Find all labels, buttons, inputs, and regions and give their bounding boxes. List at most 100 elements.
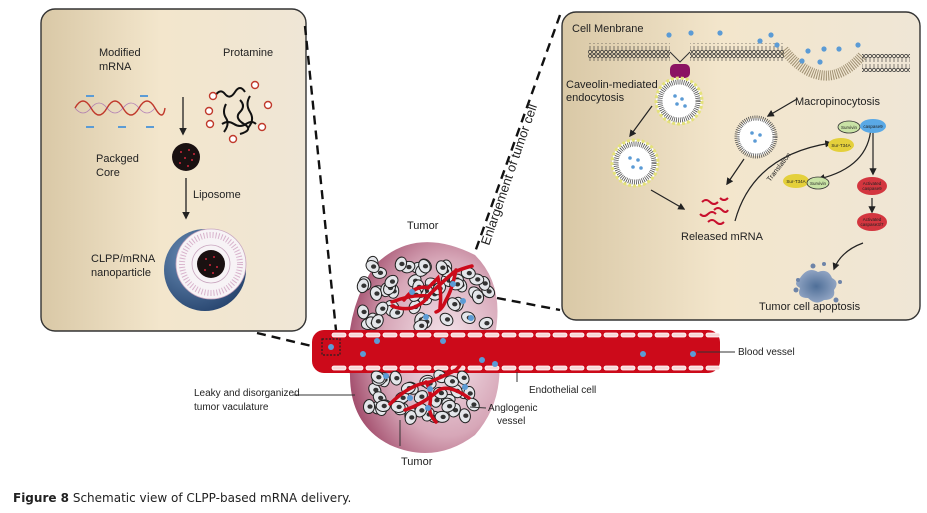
tumor-cell: [356, 278, 370, 294]
endothelial-cells-top: [331, 332, 721, 338]
right-panel: Cell Menbrane Caveolin-mediated endocyto…: [561, 11, 921, 321]
cell-membrane-label: Cell Menbrane: [572, 23, 644, 35]
endothelial-cell: [552, 365, 568, 371]
endothelial-cell: [552, 332, 568, 338]
svg-text:caspase9: caspase9: [863, 124, 883, 129]
endothelial-cell: [518, 332, 534, 338]
endothelial-cell: [654, 365, 670, 371]
leaky-vasculature-label-1: Leaky and disorganized: [194, 388, 300, 399]
svg-text:caspase3/7: caspase3/7: [860, 222, 884, 227]
apoptosis-label: Tumor cell apoptosis: [759, 301, 861, 313]
clpp-nanoparticle-icon: [164, 228, 247, 311]
endothelial-cell: [382, 332, 398, 338]
right-panel-frame: [561, 11, 921, 321]
endothelial-cell: [433, 365, 449, 371]
nanoparticle-label-1: CLPP/mRNA: [91, 253, 156, 265]
tumor-cell: [389, 370, 402, 386]
endothelial-cell: [399, 365, 415, 371]
nanoparticles-in-vessel: [328, 338, 696, 367]
zoom-region-box: [321, 338, 341, 356]
tumor-cell: [375, 399, 391, 412]
endothelial-cell: [416, 365, 432, 371]
tumor-cell: [447, 297, 461, 312]
mrna-particles-outside: [666, 30, 861, 65]
nanoparticle-label-2: nanoparticle: [91, 267, 151, 279]
tumor-cell: [369, 286, 383, 301]
caveolin-label-2: endocytosis: [566, 92, 625, 104]
released-mrna-label: Released mRNA: [681, 231, 764, 243]
angiogenic-vessel-label-2: vessel: [497, 416, 525, 427]
svg-text:Activated: Activated: [863, 181, 882, 186]
tumor-cell: [458, 408, 471, 424]
endothelial-cell-label: Endothelial cell: [529, 385, 596, 396]
endothelial-cell: [501, 365, 517, 371]
blood-vessel-label: Blood vessel: [738, 347, 795, 358]
endothelial-cell: [603, 332, 619, 338]
survivin-protein: Survivin: [837, 120, 861, 134]
tumor-cell: [371, 314, 384, 329]
endothelial-cell: [467, 332, 483, 338]
svg-text:Survivin: Survivin: [841, 125, 858, 130]
svg-text:Activated: Activated: [863, 217, 882, 222]
sur-t34a-bound-protein: Sur-T34A: [783, 174, 809, 188]
tumor-cell: [357, 304, 370, 320]
positive-charge-icons: [204, 80, 273, 144]
endothelial-cell: [535, 365, 551, 371]
tumor-cell: [418, 258, 431, 274]
tumor-cell: [435, 260, 449, 276]
tumor-cell: [404, 410, 417, 425]
packaged-core-label-2: Core: [96, 167, 120, 179]
callout-lines: [293, 351, 735, 446]
endothelial-cell: [331, 332, 347, 338]
angiogenic-vessel-label-1: Anglogenic: [488, 403, 537, 414]
endothelial-cell: [348, 332, 364, 338]
tumor-cell: [413, 319, 429, 333]
tumor-cell: [444, 375, 459, 388]
figure-number: Figure 8: [13, 491, 70, 505]
endothelial-cell: [450, 332, 466, 338]
endothelial-cell: [586, 365, 602, 371]
svg-text:Survivin: Survivin: [810, 181, 827, 186]
endosome-vesicle-icon: [610, 138, 660, 188]
tumor-cell: [434, 410, 450, 423]
caveolin-vesicle-icon: [654, 76, 704, 126]
endothelial-cell: [671, 365, 687, 371]
leaky-vasculature-label-2: tumor vaculature: [194, 402, 269, 413]
protamine-icon: [214, 87, 257, 135]
endothelial-cell: [399, 332, 415, 338]
survivin-bound-protein: Survivin: [806, 176, 830, 190]
activated-caspase9-protein: Activated caspase9: [857, 177, 887, 195]
endothelial-cell: [569, 365, 585, 371]
figure-caption-text: Schematic view of CLPP-based mRNA delive…: [69, 491, 352, 505]
endothelial-cell: [518, 365, 534, 371]
endothelial-cell: [586, 332, 602, 338]
tumor-cell: [460, 267, 476, 280]
endothelial-cell: [671, 332, 687, 338]
endothelial-cell: [501, 332, 517, 338]
modified-mrna-label-1: Modified: [99, 47, 141, 59]
liposome-label: Liposome: [193, 189, 241, 201]
endothelial-cell: [637, 365, 653, 371]
tumor-cell: [478, 316, 494, 330]
tumor-cell: [363, 399, 376, 415]
tumor-cell: [390, 400, 406, 413]
endothelial-cells-bottom: [331, 365, 721, 371]
enlargement-dashed-lines: [256, 14, 562, 350]
endothelial-cell: [416, 332, 432, 338]
tumor-cell: [394, 256, 408, 272]
svg-text:caspase9: caspase9: [862, 186, 882, 191]
figure-caption: Figure 8 Schematic view of CLPP-based mR…: [13, 491, 351, 505]
activated-caspase37-protein: Activated caspase3/7: [857, 213, 887, 231]
endothelial-cell: [484, 365, 500, 371]
tumor-cell: [370, 370, 385, 384]
tumor-cell: [414, 403, 428, 418]
packaged-core-label-1: Packged: [96, 153, 139, 165]
endothelial-cell: [331, 365, 347, 371]
tumor-cell: [471, 289, 485, 305]
cell-membrane-bilayer: [588, 43, 910, 81]
endothelial-cell: [654, 332, 670, 338]
blood-vessel: [312, 330, 721, 373]
extravasated-nanoparticles: [383, 281, 474, 411]
released-mrna-icon: [699, 197, 729, 225]
